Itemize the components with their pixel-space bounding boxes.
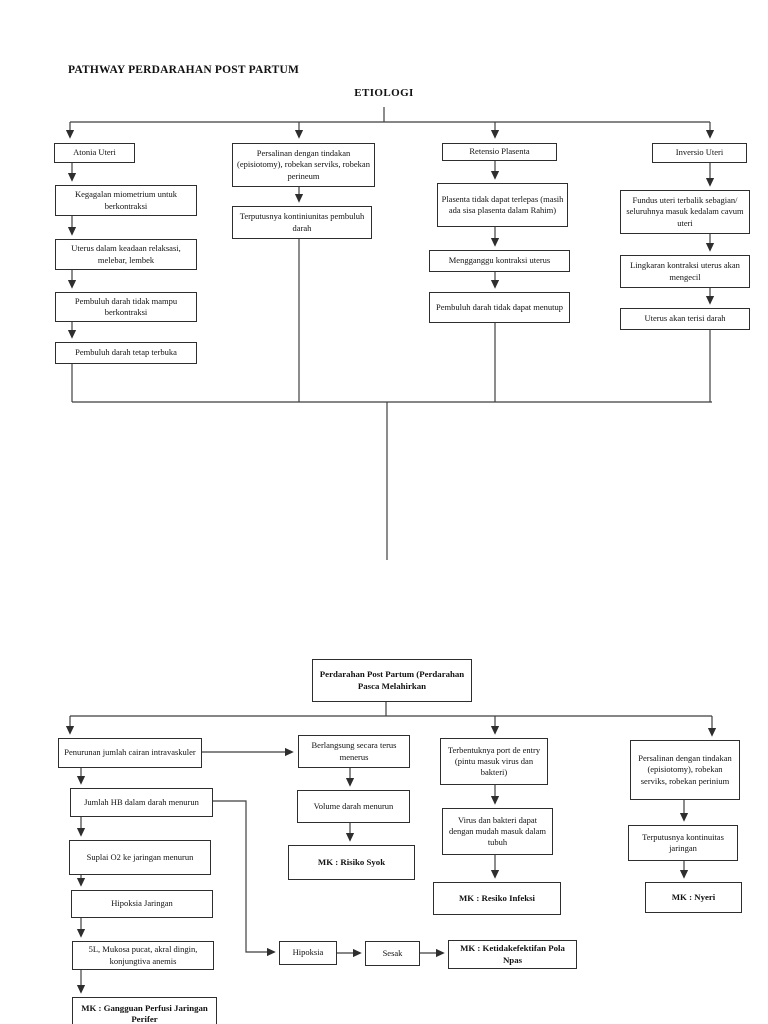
node-5l-mukosa-pucat: 5L, Mukosa pucat, akral dingin, konjungt… bbox=[72, 941, 214, 970]
node-plasenta-tidak-terlepas: Plasenta tidak dapat terlepas (masih ada… bbox=[437, 183, 568, 227]
node-virus-bakteri-masuk: Virus dan bakteri dapat dengan mudah mas… bbox=[442, 808, 553, 855]
node-inversio-uteri: Inversio Uteri bbox=[652, 143, 747, 163]
node-lingkaran-kontraksi: Lingkaran kontraksi uterus akan mengecil bbox=[620, 255, 750, 288]
node-uterus-relaksasi: Uterus dalam keadaan relaksasi, melebar,… bbox=[55, 239, 197, 270]
node-retensio-plasenta: Retensio Plasenta bbox=[442, 143, 557, 161]
node-terputus-pembuluh: Terputusnya kontiniunitas pembuluh darah bbox=[232, 206, 372, 239]
etiologi-label: ETIOLOGI bbox=[354, 87, 414, 99]
node-fundus-terbalik: Fundus uteri terbalik sebagian/ seluruhn… bbox=[620, 190, 750, 234]
node-mk-resiko-infeksi: MK : Resiko Infeksi bbox=[433, 882, 561, 915]
node-uterus-terisi-darah: Uterus akan terisi darah bbox=[620, 308, 750, 330]
node-persalinan-tindakan: Persalinan dengan tindakan (episiotomy),… bbox=[232, 143, 375, 187]
page-title: PATHWAY PERDARAHAN POST PARTUM bbox=[68, 64, 300, 76]
node-terputus-jaringan: Terputusnya kontinuitas jaringan bbox=[628, 825, 738, 861]
node-mk-risiko-syok: MK : Risiko Syok bbox=[288, 845, 415, 880]
node-pembuluh-tidak-mampu: Pembuluh darah tidak mampu berkontraksi bbox=[55, 292, 197, 322]
node-perdarahan-post-partum: Perdarahan Post Partum (Perdarahan Pasca… bbox=[312, 659, 472, 702]
node-atonia-uteri: Atonia Uteri bbox=[54, 143, 135, 163]
node-jumlah-hb-menurun: Jumlah HB dalam darah menurun bbox=[70, 788, 213, 817]
node-mk-nyeri: MK : Nyeri bbox=[645, 882, 742, 913]
node-sesak: Sesak bbox=[365, 941, 420, 966]
node-mengganggu-kontraksi: Mengganggu kontraksi uterus bbox=[429, 250, 570, 272]
node-hipoksia: Hipoksia bbox=[279, 941, 337, 965]
node-mk-gangguan-perfusi: MK : Gangguan Perfusi Jaringan Perifer bbox=[72, 997, 217, 1024]
node-mk-ketidakefektifan-pola-napas: MK : Ketidakefektifan Pola Npas bbox=[448, 940, 577, 969]
node-volume-darah-menurun: Volume darah menurun bbox=[297, 790, 410, 823]
node-persalinan-tindakan-2: Persalinan dengan tindakan (episiotomy),… bbox=[630, 740, 740, 800]
node-kegagalan-miometrium: Kegagalan miometrium untuk berkontraksi bbox=[55, 185, 197, 216]
node-port-de-entry: Terbentuknya port de entry (pintu masuk … bbox=[440, 738, 548, 785]
node-suplai-o2-menurun: Suplai O2 ke jaringan menurun bbox=[69, 840, 211, 875]
node-berlangsung-terus: Berlangsung secara terus menerus bbox=[298, 735, 410, 768]
node-pembuluh-tetap-terbuka: Pembuluh darah tetap terbuka bbox=[55, 342, 197, 364]
node-pembuluh-tidak-menutup: Pembuluh darah tidak dapat menutup bbox=[429, 292, 570, 323]
node-penurunan-cairan: Penurunan jumlah cairan intravaskuler bbox=[58, 738, 202, 768]
node-hipoksia-jaringan: Hipoksia Jaringan bbox=[71, 890, 213, 918]
